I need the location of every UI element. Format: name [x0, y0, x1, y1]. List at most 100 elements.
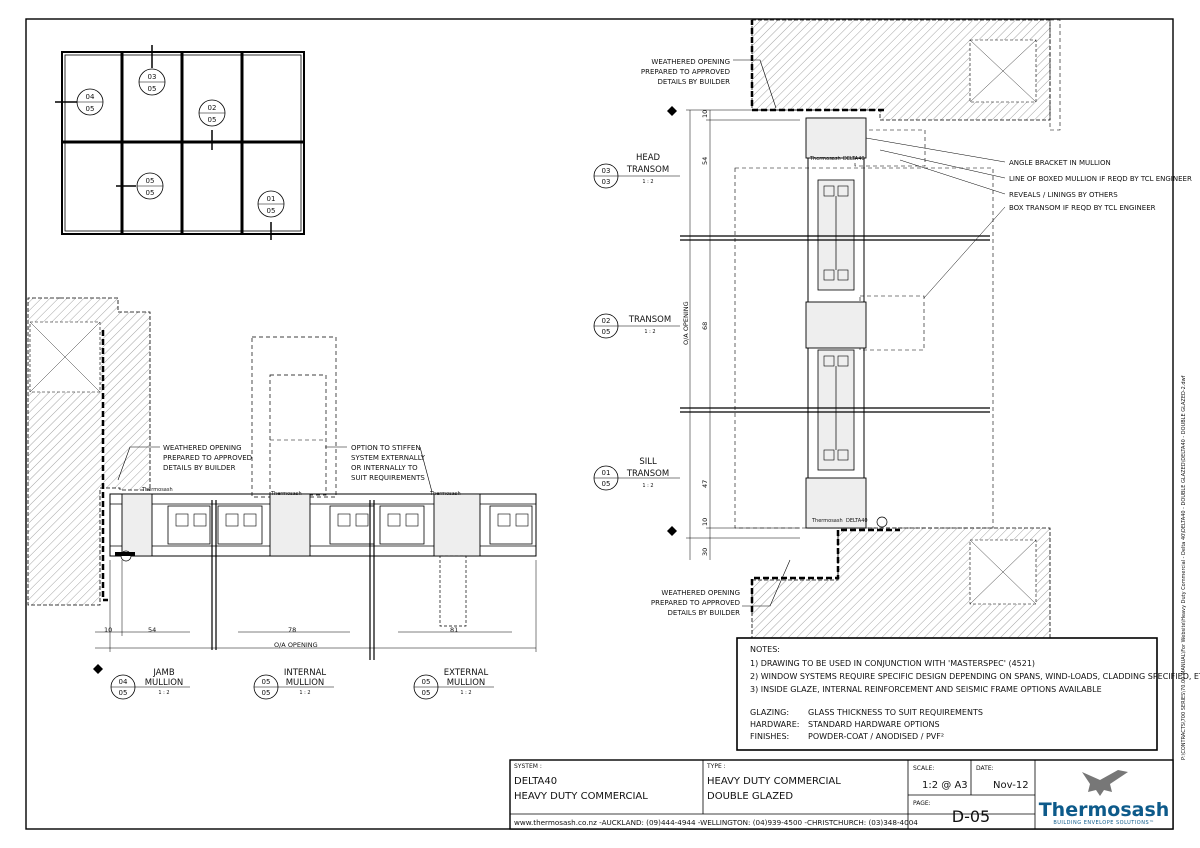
- plan-section-drawing: Thermosash Thermosash Thermosash WEATHER…: [27, 297, 537, 700]
- svg-text:TRANSOM: TRANSOM: [628, 315, 671, 325]
- svg-text:54: 54: [148, 626, 156, 634]
- notes-box: NOTES: 1) DRAWING TO BE USED IN CONJUNCT…: [736, 637, 1200, 751]
- eagle-icon: [1082, 770, 1128, 796]
- section-tag-transom: 02 05 TRANSOM 1 : 2: [593, 313, 680, 339]
- svg-text:ANGLE BRACKET IN MULLION: ANGLE BRACKET IN MULLION: [1009, 159, 1111, 167]
- svg-text:DETAILS BY BUILDER: DETAILS BY BUILDER: [668, 609, 741, 617]
- svg-text:Thermosash: Thermosash: [429, 491, 461, 497]
- svg-text:SUIT REQUIREMENTS: SUIT REQUIREMENTS: [351, 474, 425, 482]
- svg-text:05: 05: [146, 189, 155, 197]
- svg-text:TYPE :: TYPE :: [706, 763, 726, 770]
- svg-text:10: 10: [701, 518, 709, 526]
- svg-text:30: 30: [701, 548, 709, 556]
- key-tag-04: 04 05: [76, 88, 104, 116]
- svg-text:1) DRAWING TO BE USED IN CONJU: 1) DRAWING TO BE USED IN CONJUNCTION WIT…: [750, 659, 1035, 668]
- svg-text:JAMB: JAMB: [152, 668, 175, 678]
- svg-text:Nov-12: Nov-12: [993, 780, 1029, 791]
- svg-text:1 : 2: 1 : 2: [642, 483, 653, 489]
- vertical-weathered-top-note: WEATHERED OPENING PREPARED TO APPROVED D…: [641, 58, 777, 109]
- section-tag-jamb: 04 05 JAMB MULLION 1 : 2: [110, 668, 190, 700]
- svg-text:SYSTEM EXTERNALLY: SYSTEM EXTERNALLY: [351, 454, 426, 462]
- svg-text:3) INSIDE GLAZE, INTERNAL REIN: 3) INSIDE GLAZE, INTERNAL REINFORCEMENT …: [750, 685, 1102, 694]
- svg-text:03: 03: [148, 73, 157, 81]
- svg-text:Thermosash: Thermosash: [809, 156, 841, 162]
- svg-text:TRANSOM: TRANSOM: [626, 469, 669, 479]
- plan-stiffen-note: OPTION TO STIFFEN SYSTEM EXTERNALLY OR I…: [325, 444, 433, 493]
- svg-text:05: 05: [146, 177, 155, 185]
- svg-text:www.thermosash.co.nz -AUCKLAND: www.thermosash.co.nz -AUCKLAND: (09)444-…: [514, 818, 918, 827]
- vertical-callouts: ANGLE BRACKET IN MULLION LINE OF BOXED M…: [865, 137, 1192, 299]
- svg-text:Thermosash: Thermosash: [270, 491, 302, 497]
- key-plan: 03 05 04 05 02 05 05 05 01 05: [55, 45, 305, 240]
- svg-text:DELTA40: DELTA40: [843, 156, 865, 162]
- thermosash-logo: Thermosash BUILDING ENVELOPE SOLUTIONS™: [1039, 770, 1170, 826]
- svg-text:Thermosash: Thermosash: [141, 487, 173, 493]
- svg-text:WEATHERED OPENING: WEATHERED OPENING: [651, 58, 730, 66]
- svg-text:1 : 2: 1 : 2: [642, 179, 653, 185]
- svg-text:03: 03: [602, 178, 611, 186]
- svg-text:STANDARD HARDWARE OPTIONS: STANDARD HARDWARE OPTIONS: [808, 720, 940, 729]
- svg-text:MULLION: MULLION: [145, 678, 184, 688]
- svg-text:10: 10: [701, 110, 709, 118]
- svg-text:DOUBLE GLAZED: DOUBLE GLAZED: [707, 791, 793, 802]
- svg-text:1 : 2: 1 : 2: [299, 690, 310, 696]
- svg-text:POWDER-COAT / ANODISED / PVF²: POWDER-COAT / ANODISED / PVF²: [808, 732, 944, 741]
- svg-text:01: 01: [602, 469, 611, 477]
- svg-text:05: 05: [262, 678, 271, 686]
- svg-text:47: 47: [701, 480, 709, 488]
- key-tag-01: 01 05: [257, 190, 285, 218]
- svg-text:DELTA40: DELTA40: [514, 776, 557, 787]
- svg-text:05: 05: [602, 328, 611, 336]
- svg-text:HEAVY DUTY COMMERCIAL: HEAVY DUTY COMMERCIAL: [707, 776, 841, 787]
- svg-text:GLAZING:: GLAZING:: [750, 708, 789, 717]
- svg-text:HARDWARE:: HARDWARE:: [750, 720, 799, 729]
- svg-text:MULLION: MULLION: [447, 678, 486, 688]
- svg-text:EXTERNAL: EXTERNAL: [444, 668, 489, 678]
- vertical-weathered-bottom-note: WEATHERED OPENING PREPARED TO APPROVED D…: [651, 559, 791, 617]
- svg-text:1 : 2: 1 : 2: [644, 329, 655, 335]
- svg-text:MULLION: MULLION: [286, 678, 325, 688]
- svg-text:04: 04: [119, 678, 128, 686]
- svg-text:D-05: D-05: [952, 807, 990, 826]
- svg-text:05: 05: [148, 85, 157, 93]
- svg-text:WEATHERED OPENING: WEATHERED OPENING: [163, 444, 242, 452]
- section-tag-internal-mullion: 05 05 INTERNAL MULLION 1 : 2: [253, 668, 334, 700]
- svg-text:OPTION TO STIFFEN: OPTION TO STIFFEN: [351, 444, 421, 452]
- svg-text:HEAVY DUTY COMMERCIAL: HEAVY DUTY COMMERCIAL: [514, 791, 648, 802]
- svg-text:HEAD: HEAD: [636, 153, 661, 163]
- svg-text:SCALE:: SCALE:: [913, 765, 934, 772]
- svg-text:01: 01: [267, 195, 276, 203]
- svg-text:03: 03: [602, 167, 611, 175]
- svg-text:02: 02: [602, 317, 611, 325]
- svg-text:SILL: SILL: [639, 457, 657, 467]
- svg-text:DELTA40: DELTA40: [846, 518, 868, 524]
- svg-text:54: 54: [701, 157, 709, 165]
- svg-text:DETAILS BY BUILDER: DETAILS BY BUILDER: [658, 78, 731, 86]
- svg-text:PREPARED TO APPROVED: PREPARED TO APPROVED: [651, 599, 740, 607]
- key-tag-02: 02 05: [198, 99, 226, 127]
- svg-text:PAGE:: PAGE:: [913, 800, 931, 807]
- svg-text:05: 05: [86, 105, 95, 113]
- section-tag-head-transom: 03 03 HEAD TRANSOM 1 : 2: [593, 153, 680, 189]
- svg-text:DETAILS BY BUILDER: DETAILS BY BUILDER: [163, 464, 236, 472]
- svg-text:05: 05: [119, 689, 128, 697]
- section-tag-sill-transom: 01 05 SILL TRANSOM 1 : 2: [593, 457, 680, 491]
- svg-text:05: 05: [267, 207, 276, 215]
- svg-text:1 : 2: 1 : 2: [158, 690, 169, 696]
- svg-text:SYSTEM :: SYSTEM :: [514, 763, 542, 770]
- vertical-section-drawing: Thermosash DELTA40 Thermosash DELTA40 WE…: [593, 19, 1192, 651]
- svg-text:05: 05: [422, 678, 431, 686]
- svg-text:O/A OPENING: O/A OPENING: [682, 301, 690, 345]
- svg-text:INTERNAL: INTERNAL: [284, 668, 327, 678]
- svg-text:Thermosash: Thermosash: [1039, 799, 1170, 821]
- svg-text:78: 78: [288, 626, 296, 634]
- svg-text:05: 05: [422, 689, 431, 697]
- svg-text:LINE OF BOXED MULLION IF REQD: LINE OF BOXED MULLION IF REQD BY TCL ENG…: [1009, 175, 1192, 183]
- svg-text:05: 05: [262, 689, 271, 697]
- svg-text:FINISHES:: FINISHES:: [750, 732, 789, 741]
- svg-text:BUILDING ENVELOPE SOLUTIONS™: BUILDING ENVELOPE SOLUTIONS™: [1053, 820, 1154, 826]
- svg-text:05: 05: [602, 480, 611, 488]
- svg-text:O/A OPENING: O/A OPENING: [274, 641, 318, 649]
- svg-text:TRANSOM: TRANSOM: [626, 165, 669, 175]
